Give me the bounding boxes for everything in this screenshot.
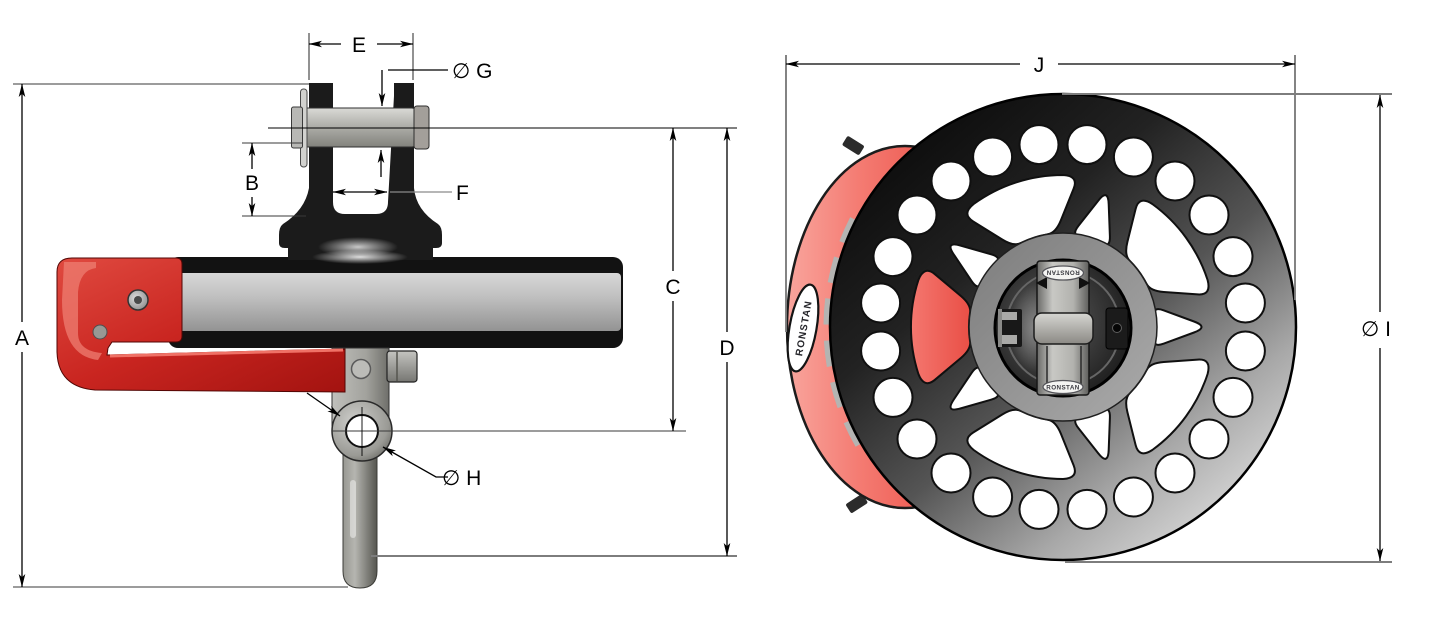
wheel-rim-hole [1018,488,1060,530]
bracket-screw-socket [134,296,142,304]
dim-E: E [308,34,414,57]
red-strap-highlight [109,348,344,358]
dim-G: ∅ G [377,60,492,177]
plate-badge: RONSTAN [786,283,820,373]
hub-badge-top-text: RONSTAN [1046,269,1080,276]
sheave-side-profile [168,257,623,348]
wheel-rim-hole [1112,136,1154,178]
hub-badge-bottom: RONSTAN [1042,379,1084,395]
wheel-rim-hole [1154,452,1196,494]
dim-label-B: B [245,172,259,195]
dim-B: B [245,142,259,217]
wheel-rim-hole [872,236,914,278]
red-bracket [56,257,346,393]
dim-label-J: J [1034,54,1045,77]
axle-clip-edge [998,309,1002,347]
axle-clip-top [1002,312,1017,320]
dim-label-H: ∅ H [442,467,481,490]
dim-label-D: D [719,337,734,360]
wheel-rim-hole [1154,160,1196,202]
wheel-rim-hole [1066,124,1108,166]
wheel-rim-hole [1188,418,1230,460]
clevis-pin [296,107,417,148]
hub-badge-bottom-text: RONSTAN [1046,385,1080,392]
sheave-groove-sliver [823,207,862,447]
wheel-rim-hole [896,194,938,236]
plate-tab-top [842,136,864,155]
strap-notch-right [1079,277,1090,289]
dim-J: J [785,54,1296,77]
wheel-rim-hole [896,418,938,460]
dim-A: A [15,83,29,588]
dim-I: ∅ I [1361,94,1391,562]
wheel-rim-hole [1188,194,1230,236]
axle-pin-front [1033,312,1094,345]
dim-label-E: E [352,34,366,57]
wheel-rim-hole [860,282,902,324]
front-view-dimensions: J ∅ I [785,54,1392,563]
dim-label-C: C [665,276,680,299]
wheel-rim-hole [930,160,972,202]
wheel-rim-hole [930,452,972,494]
wheel-rim-hole [1112,476,1154,518]
wheel-rim-hole [972,476,1014,518]
pin-head-washer [291,106,303,149]
wheel-rim-hole [1212,236,1254,278]
pivot-circle [350,358,372,380]
red-bracket-body [56,257,346,393]
boss-highlight-2 [312,250,408,264]
plate-tab-bottom [846,494,868,513]
dim-label-A: A [15,327,29,350]
wheel-rim-hole [860,330,902,372]
wheel-rim-hole [1212,376,1254,418]
dim-H: ∅ H [306,392,481,490]
wheel-rim-hole [1066,488,1108,530]
stud-pin [342,451,378,589]
dim-label-G: ∅ G [452,60,492,83]
clevis-pin-end-cap [413,105,430,150]
wheel-rim-hole [1224,282,1266,324]
wheel-rim-hole [1018,124,1060,166]
strap-notch-left [1036,277,1047,289]
wheel-rim-hole [972,136,1014,178]
hinge-dot [92,324,108,340]
hub-badge-top: RONSTAN [1041,265,1085,281]
hub: RONSTAN RONSTAN [968,232,1158,422]
dim-label-I: ∅ I [1361,318,1391,341]
axle-clip-bottom [1002,335,1017,344]
side-view-dimensions: A E ∅ G B [13,33,737,588]
dim-F: F [332,182,469,205]
dim-C: C [665,127,681,432]
sheave-drum [168,273,621,331]
wheel-rim-hole [872,376,914,418]
side-view: A E ∅ G B [13,33,737,589]
axle-block-hole [1112,323,1122,333]
stud-pin-highlight [350,480,356,538]
red-bracket-inner-highlight [62,262,102,360]
wheel-rim-hole [1224,330,1266,372]
side-bolt [386,350,418,383]
dim-D: D [719,127,735,557]
front-view: RONSTAN RONSTAN [785,54,1392,563]
dim-label-F: F [456,182,469,205]
